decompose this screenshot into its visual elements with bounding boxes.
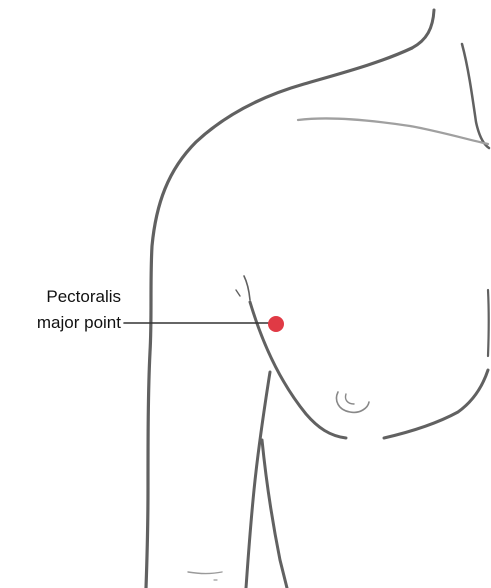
chest-right-edge xyxy=(488,290,489,356)
neck-outline xyxy=(412,10,434,48)
point-label-line-1: Pectoralis xyxy=(37,284,121,310)
point-label-line-2: major point xyxy=(37,310,121,336)
nipple-mark xyxy=(337,392,370,412)
clavicle-line xyxy=(298,118,488,144)
nipple-inner xyxy=(345,394,354,404)
trapezius-outline xyxy=(462,44,489,148)
elbow-crease xyxy=(188,572,222,574)
pectoral-lower-outline xyxy=(384,370,488,438)
inner-arm-line-right xyxy=(262,440,287,588)
axilla-mark xyxy=(236,290,240,296)
pectoralis-major-point-marker[interactable] xyxy=(268,316,284,332)
armpit-fold xyxy=(244,276,250,300)
point-label: Pectoralis major point xyxy=(37,284,121,336)
